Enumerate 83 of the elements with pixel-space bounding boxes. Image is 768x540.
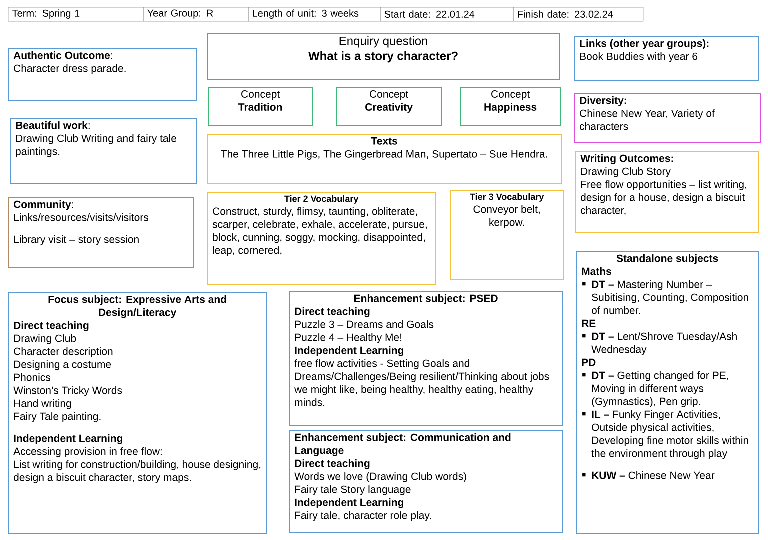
body-text: Drawing Club Story — [581, 168, 671, 178]
subheading: PD — [582, 358, 596, 366]
body-text: Links/resources/visits/visitors — [14, 214, 149, 222]
subheading: Maths — [582, 268, 612, 276]
subheading: Direct teaching — [295, 460, 370, 470]
body-text: Accessing provision in free flow: — [14, 448, 162, 458]
table-cell: Start date: 22.01.24 — [380, 7, 514, 22]
body-text: Character dress parade. — [14, 64, 126, 74]
body-text: Drawing Club — [14, 334, 76, 344]
subheading: Independent Learning — [295, 346, 404, 356]
body-text: Book Buddies with year 6 — [580, 52, 698, 62]
table-cell: Term: Spring 1 — [8, 7, 144, 22]
body-text: Fairy tale Story language — [295, 486, 411, 496]
body-text: Authentic Outcome: — [14, 52, 112, 60]
body-text: free flow activities - Setting Goals and Dreams/Challenges/Being resilient/Thinking about jobs we might like, being healthy, healthy eating, healthy minds. — [294, 360, 550, 406]
question-text: What is a story character? — [308, 52, 458, 63]
info-box — [8, 197, 194, 268]
body-text: Designing a costume — [14, 360, 112, 370]
body-text: Words we love (Drawing Club words) — [294, 472, 466, 482]
bullet-item: DT – Lent/Shrove Tuesday/Ash Wednesday — [582, 332, 737, 356]
box-heading: Happiness — [484, 103, 537, 114]
body-text: List writing for construction/building, house designing, design a biscuit character, story maps. — [14, 460, 261, 484]
subheading: Direct teaching — [14, 322, 89, 332]
subheading: Writing Outcomes: — [580, 154, 674, 164]
info-box — [8, 292, 268, 534]
info-box — [207, 134, 562, 184]
body-text: Puzzle 4 – Healthy Me! — [295, 334, 402, 344]
body-text: Fairy Tale painting. — [14, 412, 101, 422]
body-text: Free flow opportunities – list writing, design for a house, design a biscuit character, — [581, 180, 746, 216]
table-cell: Finish date: 23.02.24 — [513, 7, 644, 22]
bullet-item: DT – Mastering Number – Subitising, Counting, Composition of number. — [582, 280, 748, 314]
body-text: Hand writing — [14, 400, 72, 410]
info-box — [450, 190, 564, 280]
info-box — [289, 291, 564, 426]
body-text: Community: — [14, 200, 74, 210]
box-heading: Enhancement subject: Communication and Language — [295, 434, 511, 456]
info-box — [574, 36, 760, 82]
box-heading: Tier 3 Vocabulary — [470, 194, 544, 202]
info-box — [336, 87, 442, 126]
body-text: Library visit – story session — [14, 236, 139, 246]
body-text: Construct, sturdy, flimsy, taunting, obliterate, scarper, celebrate, exhale, accelerate, pursue, block, cunning, soggy, mocking, disappointed, leap, cornered, — [212, 207, 427, 256]
table-cell: Year Group: R — [143, 7, 249, 22]
body-text: Concept — [370, 90, 409, 100]
body-text: Conveyor belt, kerpow. — [474, 205, 540, 228]
info-box — [575, 151, 760, 234]
body-text: Concept — [492, 90, 530, 100]
body-text: Concept — [242, 90, 280, 100]
info-box — [8, 48, 198, 102]
info-box — [207, 33, 560, 80]
body-text: Chinese New Year, Variety of characters — [580, 110, 715, 130]
body-text: Drawing Club Writing and fairy tale paintings. — [16, 134, 176, 158]
bullet-item: IL – Funky Finger Activities, Outside physical activities, Developing fine motor skills within the environment through play — [582, 410, 748, 460]
info-box — [574, 93, 762, 144]
table-cell: Length of unit: 3 weeks — [248, 7, 381, 22]
info-box — [576, 251, 760, 534]
body-text: Beautiful work: — [16, 122, 90, 130]
body-text: Character description — [14, 348, 113, 358]
body-text: Phonics — [14, 374, 51, 382]
body-text: Puzzle 3 – Dreams and Goals — [295, 320, 434, 328]
info-box — [460, 87, 562, 126]
subheading: Links (other year groups): — [580, 40, 709, 50]
bullet-item: KUW – Chinese New Year — [582, 472, 715, 480]
info-box — [289, 430, 564, 534]
info-box — [208, 87, 314, 126]
box-heading: Focus subject: Expressive Arts and Design/Literacy — [48, 296, 226, 318]
box-heading: Creativity — [366, 103, 413, 114]
bullet-item: DT – Getting changed for PE, Moving in different ways (Gymnastics), Pen grip. — [582, 372, 728, 408]
subheading: Independent Learning — [14, 434, 123, 444]
info-box — [10, 118, 198, 184]
info-box — [207, 192, 436, 286]
box-heading: Standalone subjects — [616, 254, 718, 264]
subheading: RE — [582, 320, 596, 328]
body-text: Winston’s Tricky Words — [14, 386, 122, 396]
box-heading: Enhancement subject: PSED — [354, 294, 498, 304]
subheading: Diversity: — [580, 96, 626, 106]
box-heading: Tradition — [238, 103, 282, 111]
box-heading: Texts — [371, 138, 398, 145]
subheading: Direct teaching — [295, 308, 370, 318]
box-heading: Tier 2 Vocabulary — [284, 196, 359, 204]
box-heading: Enquiry question — [340, 36, 428, 48]
body-text: Fairy tale, character role play. — [295, 512, 432, 522]
subheading: Independent Learning — [295, 498, 404, 508]
body-text: The Three Little Pigs, The Gingerbread Man, Supertato – Sue Hendra. — [221, 150, 548, 160]
